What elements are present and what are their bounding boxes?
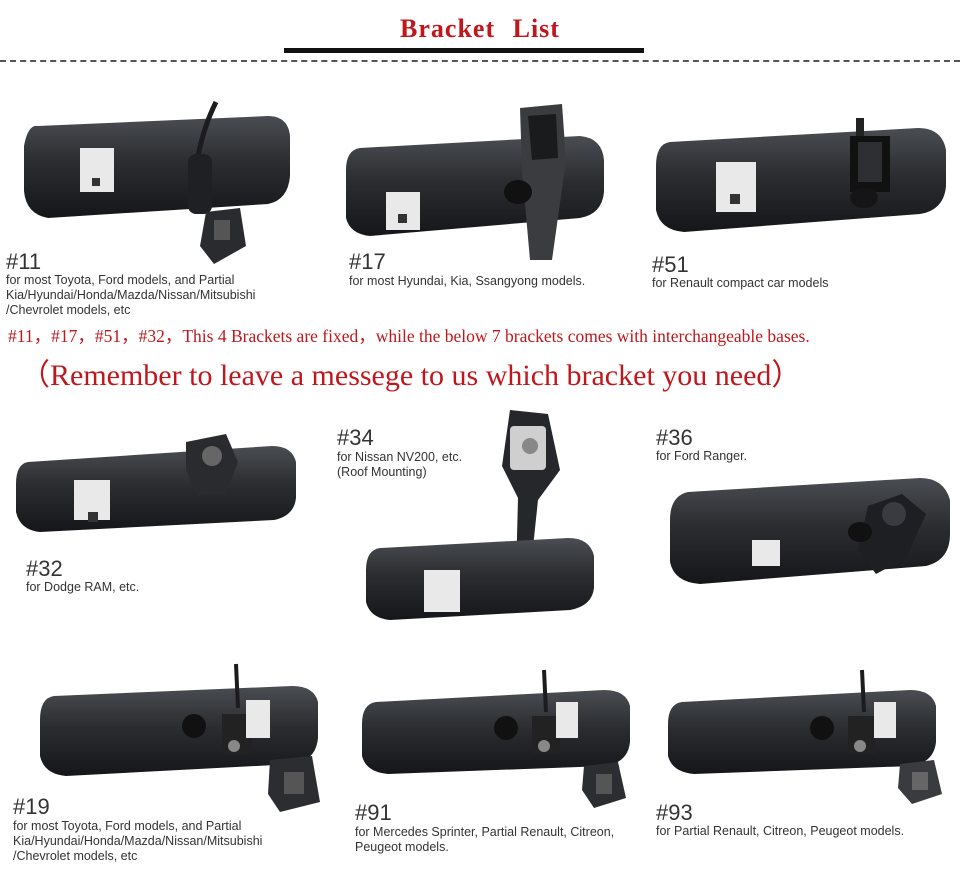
- bracket-11-description: for most Toyota, Ford models, and Partia…: [6, 273, 256, 317]
- bracket-17-number: #17: [349, 249, 386, 274]
- bracket-34-number: #34: [337, 425, 374, 450]
- mirror-11-image: [24, 100, 290, 264]
- bracket-19-description: for most Toyota, Ford models, and Partia…: [13, 819, 263, 863]
- mirror-19-image: [40, 663, 320, 812]
- mirror-93-image: [668, 669, 942, 804]
- bracket-11-number: #11: [6, 249, 42, 274]
- bracket-51-number: #51: [652, 252, 689, 277]
- bracket-34-description: for Nissan NV200, etc. (Roof Mounting): [337, 450, 463, 479]
- mirror-36-image: [670, 478, 950, 584]
- bracket-19-number: #19: [13, 794, 50, 819]
- bracket-17-description: for most Hyundai, Kia, Ssangyong models.: [349, 274, 586, 288]
- mirror-34-image: [366, 410, 594, 620]
- title-underline: [284, 48, 644, 53]
- bracket-93-description: for Partial Renault, Citreon, Peugeot mo…: [656, 824, 905, 838]
- mirror-17-image: [346, 104, 604, 260]
- bracket-91-description: for Mercedes Sprinter, Partial Renault, …: [355, 825, 615, 854]
- remember-message-note: （Remember to leave a messege to us which…: [20, 359, 802, 392]
- bracket-32-description: for Dodge RAM, etc.: [26, 580, 140, 594]
- mirror-32-image: [16, 434, 296, 532]
- bracket-36-number: #36: [656, 425, 693, 450]
- dashed-divider: [0, 60, 960, 62]
- mirror-91-image: [362, 669, 630, 808]
- fixed-brackets-note: #11，#17，#51，#32，This 4 Brackets are fixe…: [8, 326, 810, 346]
- bracket-51-description: for Renault compact car models: [652, 276, 829, 290]
- mirror-51-image: [656, 118, 946, 232]
- page-title: Bracket List: [400, 14, 560, 43]
- bracket-36-description: for Ford Ranger.: [656, 449, 748, 463]
- bracket-32-number: #32: [26, 556, 63, 581]
- bracket-93-number: #93: [656, 800, 693, 825]
- bracket-91-number: #91: [355, 800, 392, 825]
